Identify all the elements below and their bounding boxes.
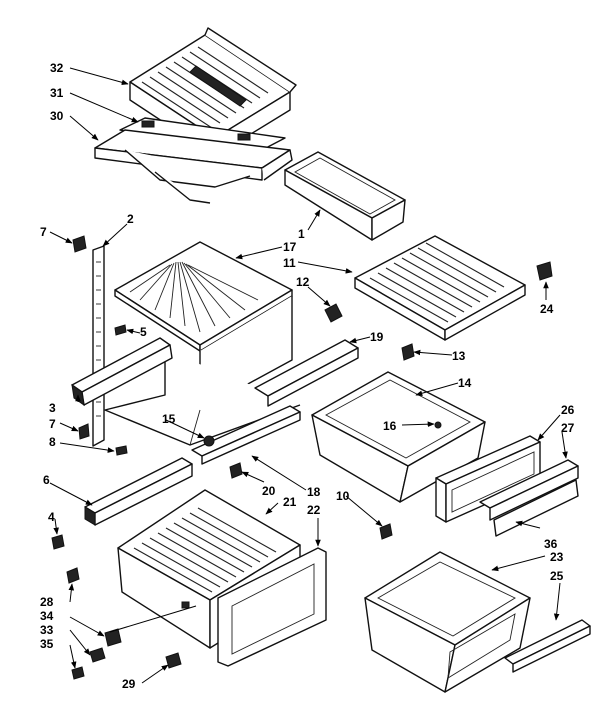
part-12-bracket [324, 303, 343, 323]
part-7-top-cap [72, 235, 87, 253]
callout-14: 14 [458, 376, 472, 390]
callout-2: 2 [127, 212, 134, 226]
part-10-clip [379, 523, 393, 540]
callout-24: 24 [540, 302, 554, 316]
part-25-handle-rail [504, 619, 591, 673]
part-24-bracket [536, 261, 553, 281]
part-18-front-trim [191, 405, 301, 465]
callout-27: 27 [561, 421, 575, 435]
callout-11: 11 [283, 256, 296, 270]
callout-20: 20 [262, 484, 276, 498]
callout-19: 19 [370, 330, 384, 344]
part-29-screw [165, 652, 182, 669]
callout-30: 30 [50, 109, 64, 123]
callout-13: 13 [452, 349, 466, 363]
callout-23: 23 [550, 550, 564, 564]
part-23-lower-bin [364, 551, 531, 693]
part-2-shelf-ladder [92, 245, 105, 447]
callout-3: 3 [49, 401, 56, 415]
part-28-clip [66, 567, 80, 584]
callout-31: 31 [50, 86, 64, 100]
part-22-drawer-front [217, 547, 327, 667]
part-6-upper-rail [71, 337, 173, 407]
part-1-small-bin [284, 151, 406, 241]
callout-5: 5 [140, 325, 147, 339]
callout-21: 21 [283, 495, 297, 509]
callout-28: 28 [40, 595, 54, 609]
callout-22: 22 [307, 503, 321, 517]
part-36-crisper-rail [493, 479, 579, 537]
callout-33: 33 [40, 623, 54, 637]
part-14-crisper-pan [311, 371, 486, 503]
callout-17: 17 [283, 240, 297, 254]
part-30-tray-frame [94, 129, 293, 204]
part-11-wire-shelf [354, 235, 526, 341]
callout-7-upper: 7 [40, 225, 47, 239]
part-8-screw [115, 445, 128, 456]
part-5-screw [114, 324, 127, 336]
callout-6: 6 [43, 473, 50, 487]
part-33-spring [89, 647, 106, 663]
callout-labels: 32 31 30 1 2 7 17 11 12 24 5 19 13 14 3 … [40, 61, 575, 691]
part-35-screw [71, 666, 85, 680]
callout-18: 18 [307, 485, 321, 499]
callout-10: 10 [336, 489, 350, 503]
callout-7-lower: 7 [49, 417, 56, 431]
callout-25: 25 [550, 569, 564, 583]
callout-36: 36 [544, 537, 558, 551]
callout-8: 8 [49, 435, 56, 449]
callout-1: 1 [298, 227, 305, 241]
leader-lines [49, 67, 568, 684]
part-34-lock [104, 628, 122, 647]
part-20-clip [229, 462, 243, 479]
shelf-frame [104, 296, 301, 446]
part-19-right-rail [254, 339, 359, 407]
part-27-crisper-rail [479, 459, 579, 521]
part-13-clip [401, 343, 415, 361]
part-6-lower-rail [84, 457, 193, 526]
callout-4: 4 [48, 510, 55, 524]
callout-29: 29 [122, 677, 136, 691]
callout-16: 16 [383, 419, 397, 433]
part-7-bottom-cap [78, 423, 90, 440]
callout-15: 15 [162, 412, 176, 426]
callout-34: 34 [40, 609, 54, 623]
part-4-screw [51, 534, 65, 550]
callout-35: 35 [40, 637, 54, 651]
part-17-glass-shelf [114, 241, 293, 352]
callout-12: 12 [296, 275, 310, 289]
callout-26: 26 [561, 403, 575, 417]
callout-32: 32 [50, 61, 64, 75]
